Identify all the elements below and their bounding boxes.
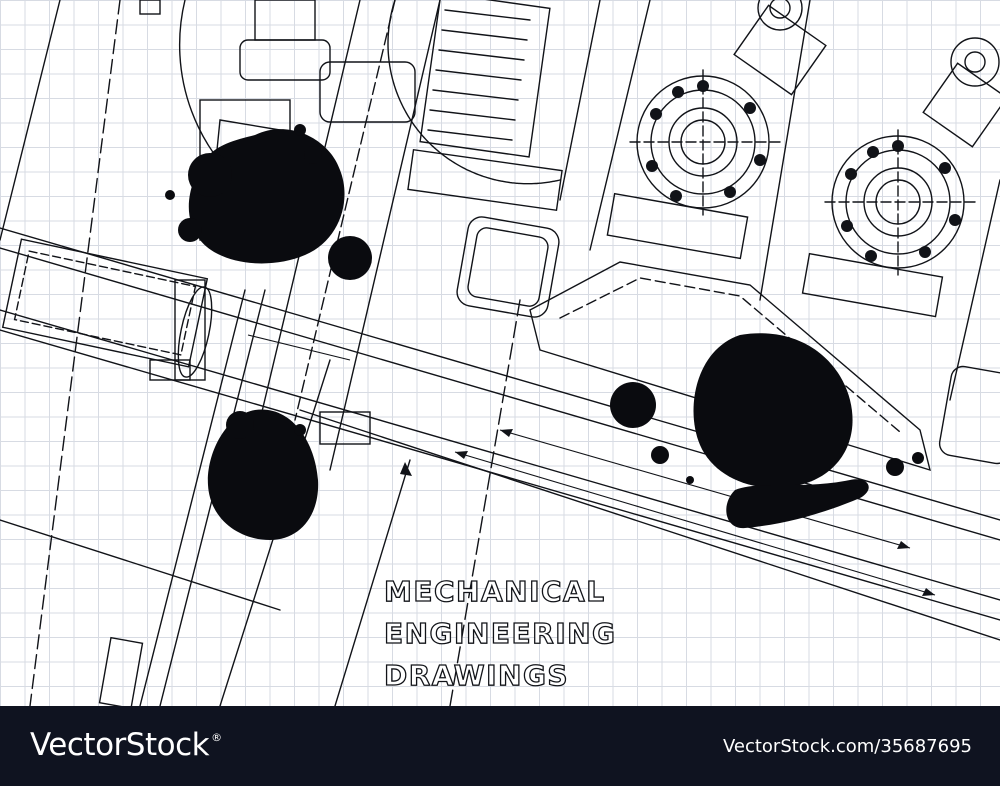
actuator-cap xyxy=(964,51,986,73)
tube-inner xyxy=(13,250,197,356)
ink-blot xyxy=(207,409,319,540)
dimension-line xyxy=(499,429,911,549)
spring-coils xyxy=(427,9,531,141)
clamp xyxy=(149,359,191,381)
tube-body xyxy=(1,238,209,368)
clamp xyxy=(174,279,206,381)
frame-line xyxy=(0,227,1000,521)
frame-line xyxy=(299,409,1000,641)
bolt-shank xyxy=(98,636,144,706)
actuator-cap xyxy=(769,0,791,19)
vector-id-link[interactable]: VectorStock.com/35687695 xyxy=(722,736,972,757)
arrowhead xyxy=(897,541,910,549)
center-line xyxy=(449,299,521,706)
frame-line xyxy=(559,0,601,201)
frame-line xyxy=(949,179,1000,401)
spring-housing xyxy=(419,0,551,158)
ink-splatters xyxy=(165,124,924,540)
frame-line xyxy=(0,0,61,241)
housing xyxy=(319,61,416,123)
frame-line xyxy=(334,459,411,706)
center-line xyxy=(294,0,396,421)
frame-line xyxy=(589,0,651,251)
brand-logo[interactable]: VectorStock® xyxy=(30,730,222,761)
support-block xyxy=(606,192,749,260)
hopper xyxy=(529,261,931,472)
dimension-line xyxy=(454,451,936,596)
dimension-line xyxy=(247,334,351,361)
registered-mark: ® xyxy=(211,731,222,744)
brand-name: VectorStock xyxy=(30,727,210,763)
actuator-arm xyxy=(733,4,827,96)
cylinder xyxy=(239,39,331,81)
title-line-1: MECHANICAL xyxy=(383,575,606,608)
frame-line xyxy=(0,519,281,611)
actuator-head xyxy=(950,37,1000,87)
arc xyxy=(387,0,561,185)
arrowhead xyxy=(455,451,468,459)
nut xyxy=(139,0,161,15)
title-line-3: DRAWINGS xyxy=(383,659,570,692)
actuator-arm xyxy=(922,62,1000,148)
arrowhead xyxy=(500,429,513,437)
center-line xyxy=(29,0,121,706)
base-plate xyxy=(407,148,563,212)
ink-blot xyxy=(693,333,853,489)
frame-line xyxy=(759,0,811,301)
actuator-head xyxy=(757,0,803,31)
flange-inner xyxy=(467,227,549,307)
arrowhead xyxy=(922,588,935,596)
ink-blot xyxy=(726,479,869,529)
title-line-2: ENGINEERING xyxy=(383,617,617,650)
frame-line xyxy=(329,0,441,471)
footer-bar: VectorStock® VectorStock.com/35687695 xyxy=(0,706,1000,786)
hopper-inner xyxy=(559,277,901,433)
cylinder xyxy=(254,0,316,41)
tube-end xyxy=(177,286,213,378)
frame-line xyxy=(139,289,246,706)
technical-drawing xyxy=(0,0,1000,706)
frame-line xyxy=(0,309,1000,601)
bolt-holes xyxy=(646,80,961,262)
support-block xyxy=(801,252,944,318)
blueprint-artboard: MECHANICAL ENGINEERING DRAWINGS xyxy=(0,0,1000,706)
flange-square xyxy=(456,216,560,318)
coupling xyxy=(319,411,371,445)
arrowhead xyxy=(400,462,412,476)
side-box xyxy=(938,365,1000,465)
